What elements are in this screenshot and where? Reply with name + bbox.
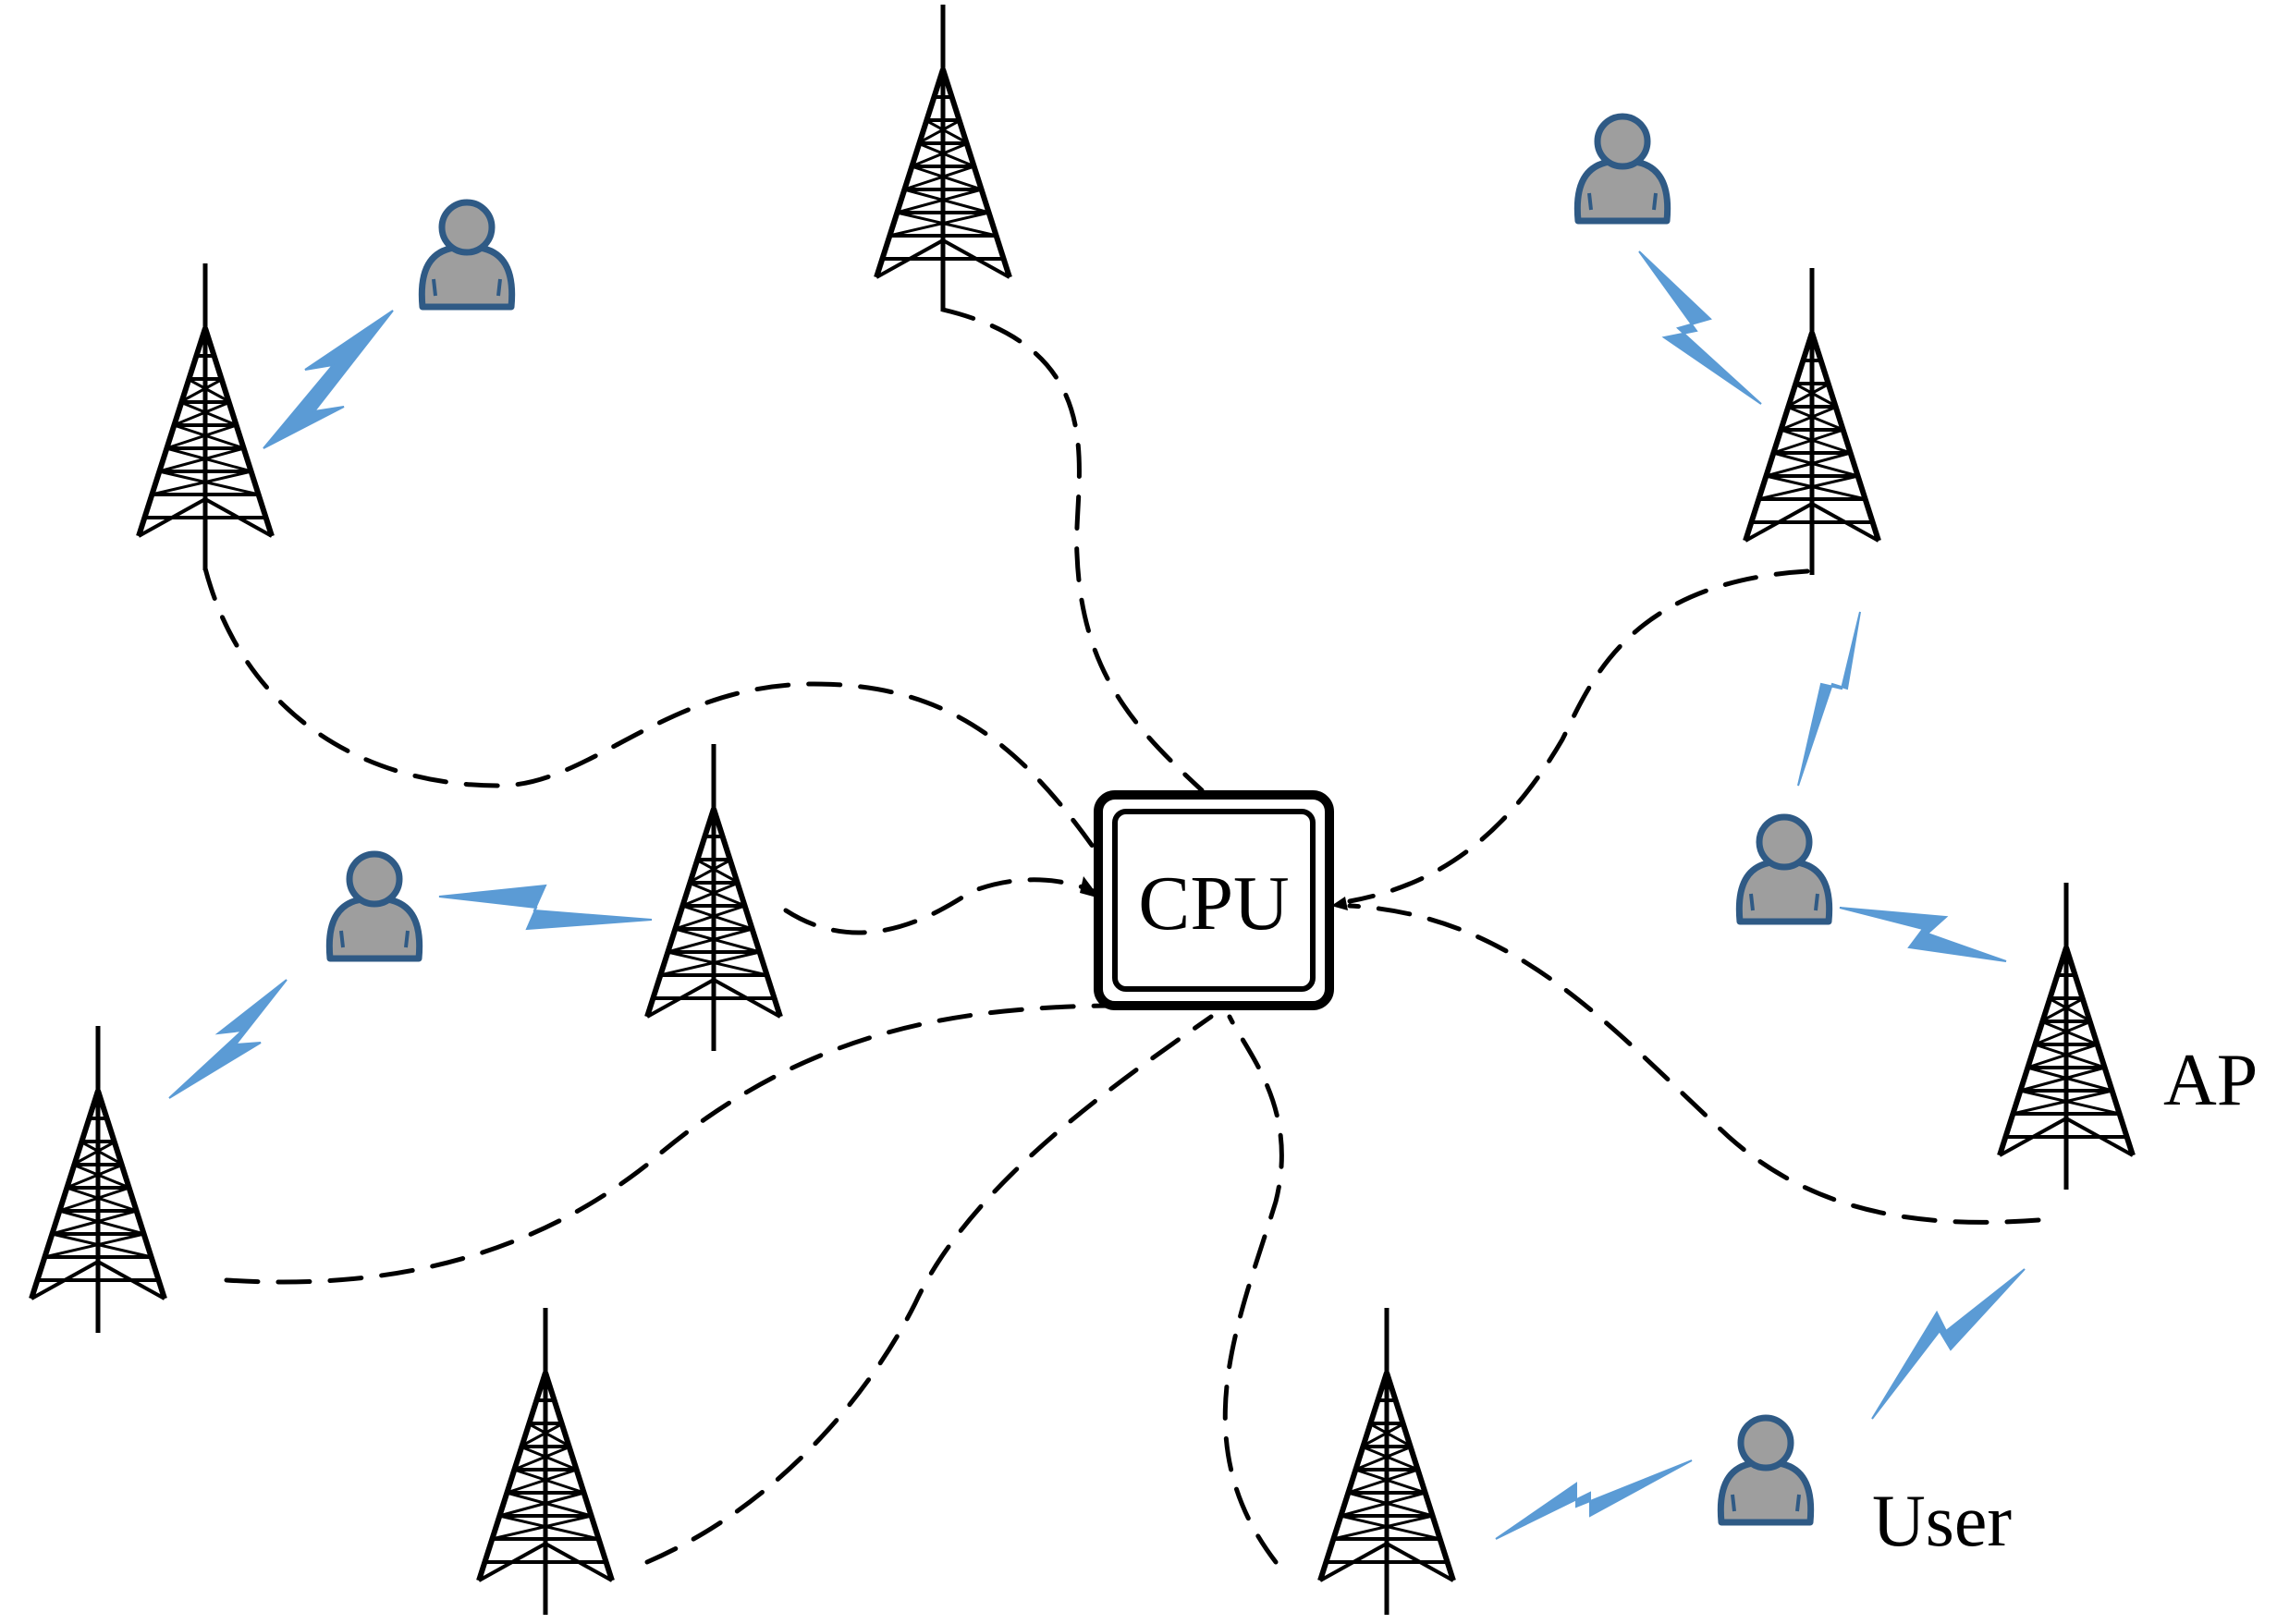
user-label: User <box>1872 1481 2012 1562</box>
arrowheads <box>1080 876 1348 910</box>
tower-icon <box>139 263 272 570</box>
ap-label: AP <box>2163 1040 2258 1121</box>
tower-icon <box>2000 883 2133 1190</box>
user-icon <box>1577 116 1667 221</box>
cpu-label: CPU <box>1138 861 1289 946</box>
lightning-bolt-icon <box>168 979 288 1099</box>
arrowhead <box>1331 897 1348 910</box>
link-ap-upperleft <box>202 566 1098 853</box>
lightning-bolt-icon <box>1797 611 1861 787</box>
user-icon <box>1739 817 1829 922</box>
fronthaul-links <box>202 307 2041 1565</box>
tower-icon <box>1320 1308 1453 1615</box>
lightning-bolt-icon <box>1638 250 1762 405</box>
access-points <box>31 5 2133 1615</box>
link-ap-bottomcenter <box>1222 1014 1284 1565</box>
link-ap-bottomleft <box>644 1014 1214 1565</box>
link-ap-middleleft <box>783 877 1098 935</box>
arrowhead <box>1080 876 1100 898</box>
lightning-bolt-icon <box>438 884 653 931</box>
tower-icon <box>1745 268 1879 575</box>
user-icon <box>329 854 419 959</box>
link-ap-right <box>1347 903 2041 1225</box>
user-icon <box>1720 1418 1810 1522</box>
tower-icon <box>647 744 780 1051</box>
users <box>329 116 1829 1522</box>
link-ap-upperright <box>1347 568 1810 904</box>
lightning-bolt-icon <box>1839 907 2007 962</box>
lightning-bolt-icon <box>263 310 394 449</box>
tower-icon <box>479 1308 612 1615</box>
lightning-bolt-icon <box>1871 1268 2026 1420</box>
link-ap-topcenter <box>940 307 1205 793</box>
link-ap-farleft <box>224 1003 1112 1285</box>
tower-icon <box>876 5 1010 311</box>
cpu-box: CPU <box>1094 790 1334 1010</box>
wireless-links <box>168 250 2026 1540</box>
user-icon <box>422 202 511 307</box>
lightning-bolt-icon <box>1495 1459 1693 1540</box>
tower-icon <box>31 1026 165 1333</box>
